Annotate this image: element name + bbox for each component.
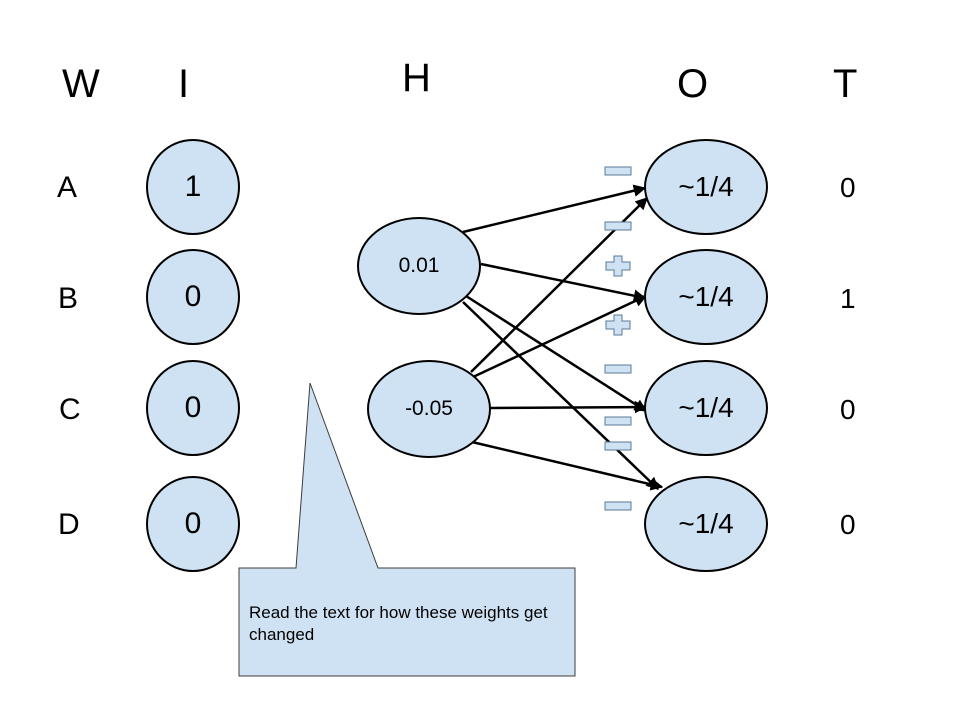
edge-h1-o4 bbox=[462, 301, 659, 490]
edge-h2-o2 bbox=[472, 294, 648, 379]
header-target: T bbox=[833, 62, 858, 106]
target-value-c: 0 bbox=[840, 394, 856, 425]
callout-text: Read the text for how these weights get … bbox=[249, 603, 548, 644]
hidden-node-1: 0.01 bbox=[357, 217, 481, 315]
edge-h1-o3 bbox=[465, 294, 648, 413]
output-node-a: ~1/4 bbox=[644, 139, 768, 235]
minus-sign-icon bbox=[604, 416, 632, 426]
plus-sign-icon bbox=[605, 314, 631, 336]
output-node-b: ~1/4 bbox=[644, 249, 768, 345]
minus-sign-icon bbox=[604, 501, 632, 511]
input-node-d: 0 bbox=[146, 476, 240, 572]
edge-h2-o3 bbox=[489, 400, 648, 414]
edge-h1-o1 bbox=[462, 184, 647, 234]
row-label-d: D bbox=[58, 508, 80, 541]
minus-sign-icon bbox=[604, 441, 632, 451]
header-input: I bbox=[178, 62, 190, 106]
row-label-b: B bbox=[58, 282, 79, 315]
header-output: O bbox=[677, 62, 709, 106]
minus-sign-icon bbox=[604, 364, 632, 374]
input-node-b: 0 bbox=[146, 249, 240, 345]
target-value-a: 0 bbox=[840, 172, 856, 203]
edge-h2-o4 bbox=[471, 440, 664, 491]
row-label-c: C bbox=[59, 393, 81, 426]
input-node-a: 1 bbox=[146, 139, 240, 235]
target-value-d: 0 bbox=[840, 509, 856, 540]
header-hidden: H bbox=[402, 56, 431, 100]
row-label-a: A bbox=[57, 171, 78, 204]
input-node-c: 0 bbox=[146, 360, 240, 456]
output-node-c: ~1/4 bbox=[644, 360, 768, 456]
header-weights: W bbox=[62, 62, 100, 106]
plus-sign-icon bbox=[605, 255, 631, 277]
hidden-node-2: -0.05 bbox=[367, 360, 491, 458]
target-value-b: 1 bbox=[840, 283, 856, 314]
minus-sign-icon bbox=[604, 221, 632, 231]
output-node-d: ~1/4 bbox=[644, 476, 768, 572]
minus-sign-icon bbox=[604, 166, 632, 176]
